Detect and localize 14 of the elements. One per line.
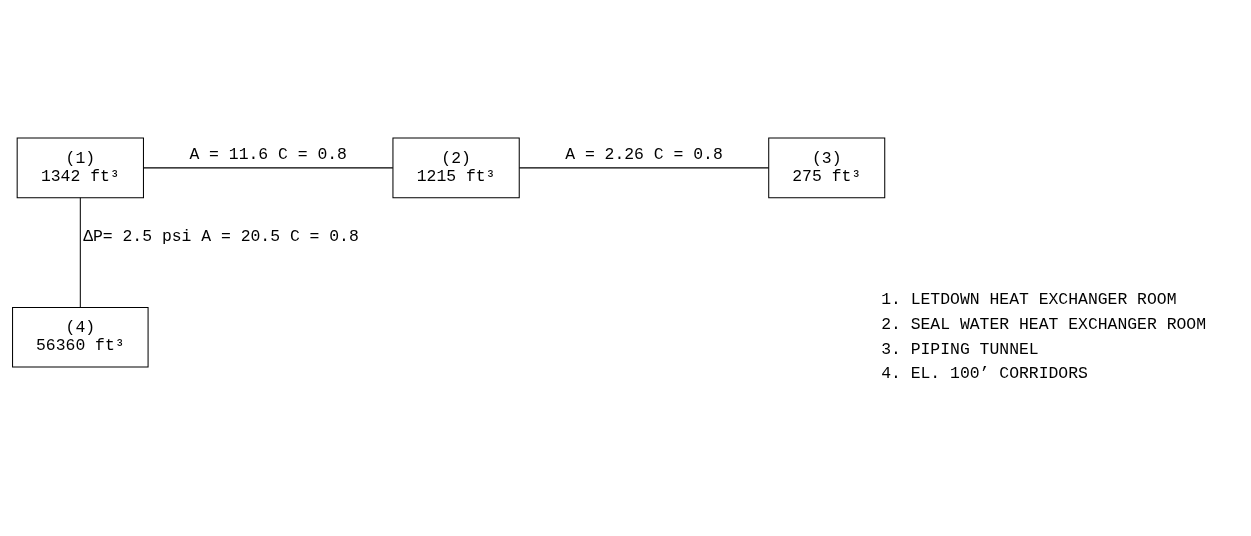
connector: [79, 196, 81, 308]
connector: [143, 166, 394, 168]
node-box: (4) 56360 ft³: [12, 306, 149, 368]
connector: [518, 166, 770, 168]
node-box: (1) 1342 ft³: [16, 137, 144, 198]
edge-label: ΔP= 2.5 psi A = 20.5 C = 0.8: [83, 226, 359, 246]
label: 3. PIPING TUNNEL: [881, 339, 1039, 359]
node-box: (2) 1215 ft³: [392, 137, 520, 198]
edge-label: A = 11.6 C = 0.8: [189, 144, 347, 164]
label: 4. EL. 100’ CORRIDORS: [881, 363, 1088, 383]
label: 1. LETDOWN HEAT EXCHANGER ROOM: [881, 289, 1177, 309]
edge-label: A = 2.26 C = 0.8: [565, 144, 723, 164]
node-box: (3) 275 ft³: [768, 137, 886, 198]
label: 2. SEAL WATER HEAT EXCHANGER ROOM: [881, 314, 1207, 334]
